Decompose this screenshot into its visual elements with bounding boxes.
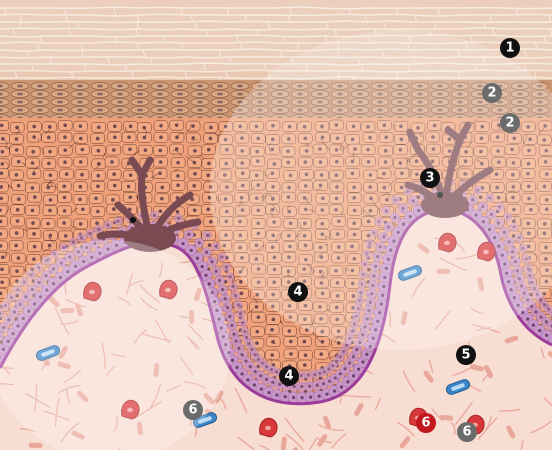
marker-5: 5 xyxy=(456,345,476,365)
svg-text:4: 4 xyxy=(284,369,293,384)
svg-text:4: 4 xyxy=(293,285,302,300)
marker-3: 3 xyxy=(420,168,440,188)
svg-text:6: 6 xyxy=(188,403,197,418)
svg-text:2: 2 xyxy=(505,116,514,131)
svg-text:6: 6 xyxy=(462,425,471,440)
marker-4a: 4 xyxy=(288,282,308,302)
marker-4b: 4 xyxy=(279,366,299,386)
blood-vessel-icon xyxy=(260,418,277,437)
marker-6c: 6 xyxy=(457,422,477,442)
marker-2b: 2 xyxy=(500,113,520,133)
marker-1: 1 xyxy=(500,38,520,58)
svg-text:6: 6 xyxy=(421,416,430,431)
svg-text:2: 2 xyxy=(487,86,496,101)
marker-6b: 6 xyxy=(416,413,436,433)
svg-text:5: 5 xyxy=(461,348,470,363)
marker-2a: 2 xyxy=(482,83,502,103)
marker-6a: 6 xyxy=(183,400,203,420)
svg-text:3: 3 xyxy=(425,171,434,186)
svg-text:1: 1 xyxy=(505,41,514,56)
